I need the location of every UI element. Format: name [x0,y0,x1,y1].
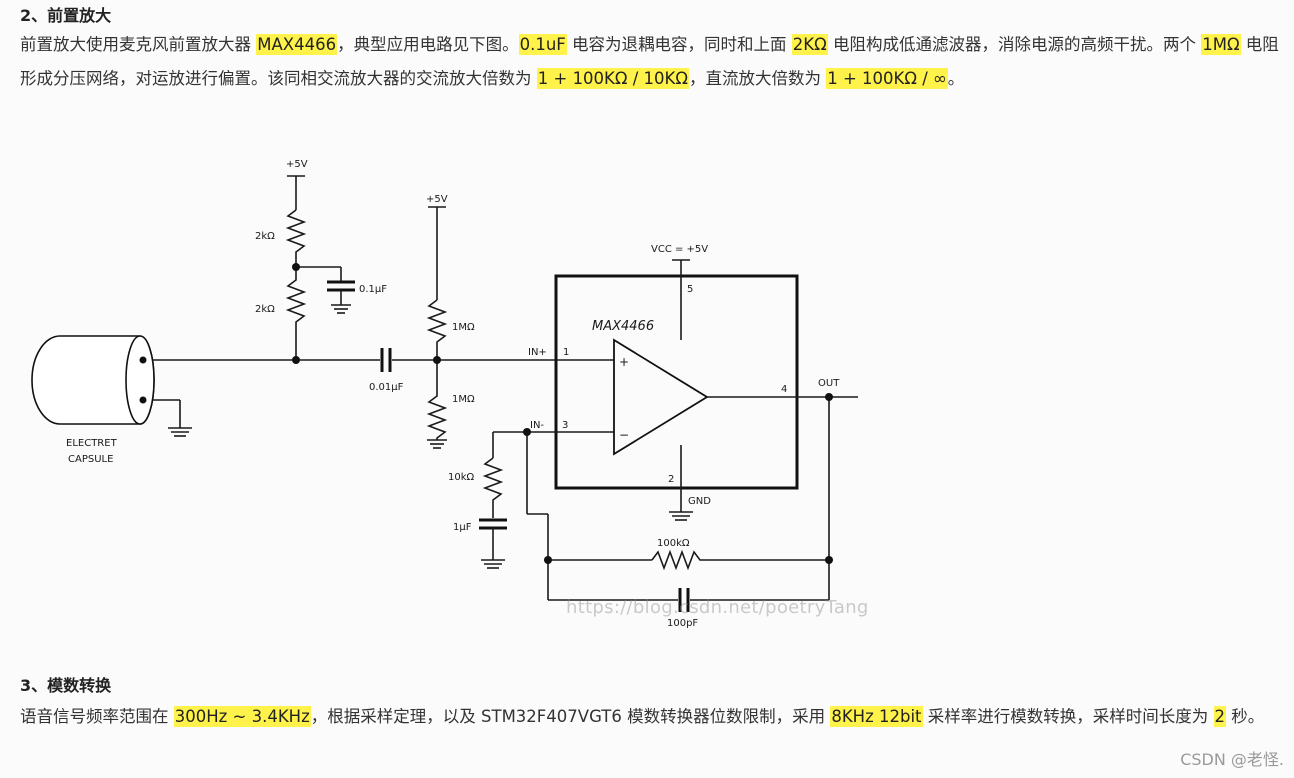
r-100k-label: 100kΩ [657,538,690,549]
section-2-paragraph: 前置放大使用麦克风前置放大器 MAX4466，典型应用电路见下图。0.1uF 电… [20,28,1286,96]
opamp-chip-outline [554,274,799,490]
highlighted-term: MAX4466 [256,34,338,55]
section-3-heading: 3、模数转换 [20,676,112,695]
in-plus-label: IN+ [528,347,547,358]
highlighted-term: 2 [1213,706,1226,727]
text-segment: ，典型应用电路见下图。 [337,35,519,54]
highlighted-term: 300Hz ~ 3.4KHz [173,706,311,727]
capsule-label-1: ELECTRET [66,438,118,449]
pin1-label: 1 [563,347,569,358]
in-minus-label: IN- [530,420,544,431]
csdn-author-watermark: CSDN @老怪. [1180,750,1284,769]
text-segment: 电阻构成低通滤波器，消除电源的高频干扰。两个 [827,35,1202,54]
resistor-10k [482,457,504,518]
r-2k-bottom-label: 2kΩ [255,304,275,315]
r-1m-top-label: 1MΩ [452,322,475,333]
highlighted-term: 1MΩ [1201,34,1241,55]
cap-01u-label: 0.1µF [359,284,387,295]
highlighted-term: 1 + 100KΩ / 10KΩ [536,68,689,89]
text-segment: 采样率进行模数转换，采样时间长度为 [922,707,1214,726]
highlighted-term: 2KΩ [791,34,828,55]
wires [140,175,858,612]
gnd-label: GND [688,496,711,507]
plus-sign: + [619,355,629,369]
r-1m-bottom-label: 1MΩ [452,394,475,405]
section-3-paragraph: 语音信号频率范围在 300Hz ~ 3.4KHz，根据采样定理，以及 STM32… [20,700,1286,734]
out-label: OUT [818,378,840,389]
resistor-2k-bottom [285,267,307,360]
text-segment: 电阻形成分压网络，对运放进行偏置。该同相交流放大器的交流放大倍数为 [20,35,1279,88]
minus-sign: − [619,428,629,442]
text-segment: ，根据采样定理，以及 STM32F407VGT6 模数转换器位数限制，采用 [310,707,831,726]
resistor-2k-top [285,209,307,267]
capsule-label-2: CAPSULE [68,454,113,465]
r-2k-top-label: 2kΩ [255,231,275,242]
text-segment: 语音信号频率范围在 [20,707,174,726]
highlighted-term: 1 + 100KΩ / ∞ [826,68,948,89]
pin5-label: 5 [687,284,693,295]
electret-capsule [31,335,155,425]
text-segment: ，直流放大倍数为 [688,69,827,88]
cap-100p-label: 100pF [667,618,698,629]
pin4-label: 4 [781,384,787,395]
highlighted-term: 0.1uF [518,34,567,55]
r-10k-label: 10kΩ [448,472,475,483]
text-segment: 电容为退耦电容，同时和上面 [566,35,792,54]
cap-001u-label: 0.01µF [369,382,404,393]
resistor-100k [651,549,829,571]
vcc-label: VCC = +5V [651,244,708,255]
junction-dots [139,263,833,564]
text-segment: 秒。 [1226,707,1265,726]
watermark-url: https://blog.csdn.net/poetryTang [566,597,869,618]
circuit-diagram: +5V [31,159,858,629]
text-segment: 。 [947,69,965,88]
highlighted-term: 8KHz 12bit [830,706,923,727]
vplus-bias-label: +5V [426,194,448,205]
text-segment: 前置放大使用麦克风前置放大器 [20,35,257,54]
section-2-heading: 2、前置放大 [20,6,112,25]
pin2-label: 2 [668,474,674,485]
opamp-triangle [613,338,709,456]
pin3-label: 3 [562,420,568,431]
chip-name-label: MAX4466 [592,319,654,334]
cap-1u-label: 1µF [453,522,472,533]
vplus-top-label: +5V [286,159,308,170]
